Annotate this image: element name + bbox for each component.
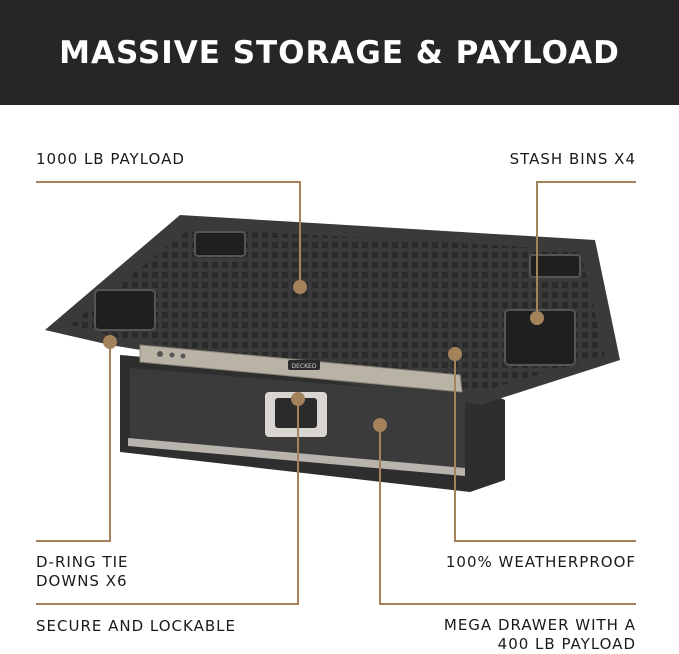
leader-line-secure [36,399,299,605]
callout-mega-drawer: MEGA DRAWER WITH A 400 LB PAYLOAD [444,616,636,654]
callout-d-ring-line2: DOWNS X6 [36,572,128,590]
callout-payload: 1000 LB PAYLOAD [36,150,185,168]
stash-bin-lid [504,309,576,366]
leader-line-mega-drawer [379,425,636,605]
stash-bin-lid [529,254,581,278]
brand-badge: DECKED [292,363,317,370]
header-banner: MASSIVE STORAGE & PAYLOAD [0,0,679,105]
callout-d-ring-line1: D-RING TIE [36,553,129,571]
callout-mega-drawer-line1: MEGA DRAWER WITH A [443,616,636,634]
callout-d-ring: D-RING TIE DOWNS X6 [36,553,129,591]
callout-mega-drawer-line2: 400 LB PAYLOAD [497,635,636,653]
leader-dots [103,280,544,432]
leader-line-d-ring [36,342,111,542]
callout-stash-bins: STASH BINS X4 [509,150,636,168]
stash-bin-lid [194,231,246,257]
leader-line-weatherproof [454,354,636,542]
stash-bin-lid [94,289,156,331]
leader-line-payload [36,181,301,287]
page-title: MASSIVE STORAGE & PAYLOAD [59,34,620,71]
callout-weatherproof: 100% WEATHERPROOF [445,553,636,571]
callout-secure: SECURE AND LOCKABLE [36,617,236,635]
leader-line-stash-bins [536,181,636,318]
leader-lines [36,181,636,605]
